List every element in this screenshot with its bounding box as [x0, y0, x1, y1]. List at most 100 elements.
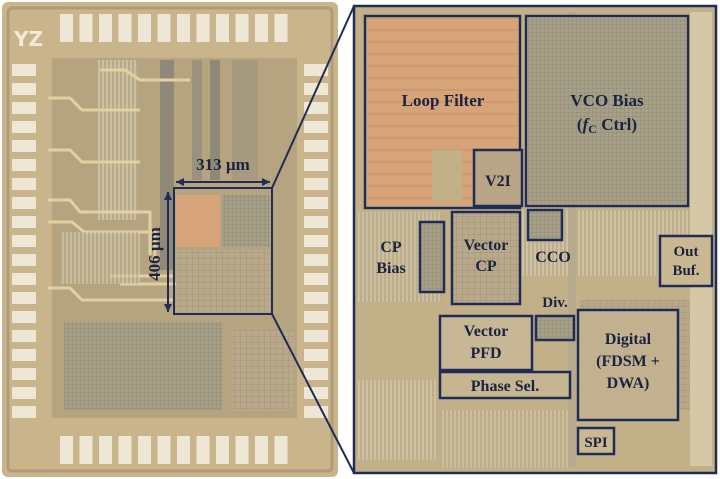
block-vco-bias: VCO Bias (fC Ctrl): [524, 14, 690, 208]
bond-pad: [138, 436, 151, 464]
bond-pad: [99, 436, 112, 464]
zoom-box-outline: [173, 187, 273, 315]
bond-pad: [304, 121, 328, 133]
height-dimension: 406 µm: [145, 192, 172, 312]
bond-pad: [304, 311, 328, 323]
bond-pad: [12, 216, 36, 228]
projection-lines: [271, 5, 355, 474]
block-v2i: V2I: [472, 148, 524, 208]
bond-pad: [304, 235, 328, 247]
bond-pad: [304, 216, 328, 228]
die-bus-strip: [232, 60, 258, 180]
die-bus-strip: [210, 60, 220, 180]
bond-pad: [235, 436, 249, 464]
bond-pad: [304, 64, 328, 76]
bond-pad: [196, 14, 210, 42]
height-dimension-label: 406 µm: [145, 227, 164, 281]
die-block: [60, 232, 140, 284]
bond-pad: [12, 311, 36, 323]
bond-pad: [12, 406, 36, 418]
bond-pad: [12, 64, 36, 76]
bond-pad: [60, 14, 73, 42]
block-phase-sel: Phase Sel.: [438, 370, 572, 400]
block-vector-cp: Vector CP: [450, 210, 522, 306]
bond-pad: [12, 178, 36, 190]
bond-pad: [157, 436, 171, 464]
inset-texture: [440, 410, 570, 468]
bond-pad: [274, 14, 288, 42]
digital-label-line1: Digital: [605, 331, 652, 348]
bond-pad: [12, 235, 36, 247]
die-stripe-region: [98, 60, 138, 220]
block-digital: Digital (FDSM + DWA): [576, 308, 680, 422]
block-cco: CCO: [526, 208, 571, 266]
digital-label-line2: (FDSM +: [596, 353, 660, 370]
vector-pfd-label-line1: Vector: [464, 323, 509, 340]
bond-pad-ring: [12, 14, 328, 464]
bond-pad: [304, 387, 328, 399]
bond-pad: [12, 254, 36, 266]
bond-pad: [12, 159, 36, 171]
zoom-loop-filter: [176, 195, 220, 247]
bond-pad: [304, 330, 328, 342]
die-bus-strip: [160, 60, 174, 270]
zoom-vco-bias: [222, 195, 270, 247]
bond-pad: [235, 14, 249, 42]
bond-pad: [12, 273, 36, 285]
out-buf-label-line1: Out: [673, 244, 698, 260]
vector-cp-label-line2: CP: [475, 258, 497, 275]
bond-pad: [304, 368, 328, 380]
cp-bias-label-line2: Bias: [376, 260, 405, 277]
bond-pad: [12, 330, 36, 342]
bond-pad: [304, 273, 328, 285]
bond-pad: [177, 436, 190, 464]
width-dimension-label: 313 µm: [196, 155, 250, 174]
bond-pad: [216, 14, 229, 42]
vco-bias-label-line1: VCO Bias: [570, 91, 644, 110]
die-seal-ring: [6, 6, 334, 473]
bond-pad: [12, 121, 36, 133]
bond-pad: [12, 368, 36, 380]
digital-label-line3: DWA): [607, 375, 650, 392]
bond-pad: [304, 178, 328, 190]
bond-pad: [216, 436, 229, 464]
bond-pad: [12, 83, 36, 95]
bond-pad: [12, 292, 36, 304]
loop-filter-label: Loop Filter: [402, 91, 485, 110]
full-die-view: 313 µm 406 µm YZ: [2, 2, 338, 477]
cco-label: CCO: [535, 249, 571, 266]
bond-pad: [177, 14, 190, 42]
inset-border: [352, 4, 718, 475]
bond-pad: [304, 159, 328, 171]
die-block: [232, 330, 294, 410]
bond-pad: [304, 349, 328, 361]
bond-pad: [12, 140, 36, 152]
vector-pfd-label-line2: PFD: [470, 345, 501, 362]
bond-pad: [12, 102, 36, 114]
inset-texture: [358, 380, 438, 460]
bond-pad: [79, 14, 93, 42]
bond-pad: [12, 197, 36, 209]
die-large-block: [64, 322, 222, 410]
block-div: Div.: [534, 295, 576, 342]
bond-pad: [60, 436, 73, 464]
bond-pad: [304, 140, 328, 152]
vco-bias-label-line2: (fC Ctrl): [577, 115, 637, 136]
die-logo: YZ: [13, 27, 43, 51]
spi-label: SPI: [584, 435, 608, 451]
die-bus-strip: [192, 60, 202, 180]
block-cp-bias: CP Bias: [376, 220, 446, 294]
out-buf-label-line2: Buf.: [672, 263, 699, 279]
bond-pad: [255, 14, 268, 42]
bond-pad: [255, 436, 268, 464]
bond-pad: [304, 254, 328, 266]
zoom-lower-blocks: [176, 250, 270, 312]
bond-pad: [79, 436, 93, 464]
bond-pad: [118, 14, 132, 42]
bond-pad: [12, 349, 36, 361]
vector-cp-label-line1: Vector: [464, 237, 509, 254]
block-spi: SPI: [576, 426, 616, 456]
bond-pad: [196, 436, 210, 464]
cp-bias-label-line1: CP: [380, 239, 402, 256]
